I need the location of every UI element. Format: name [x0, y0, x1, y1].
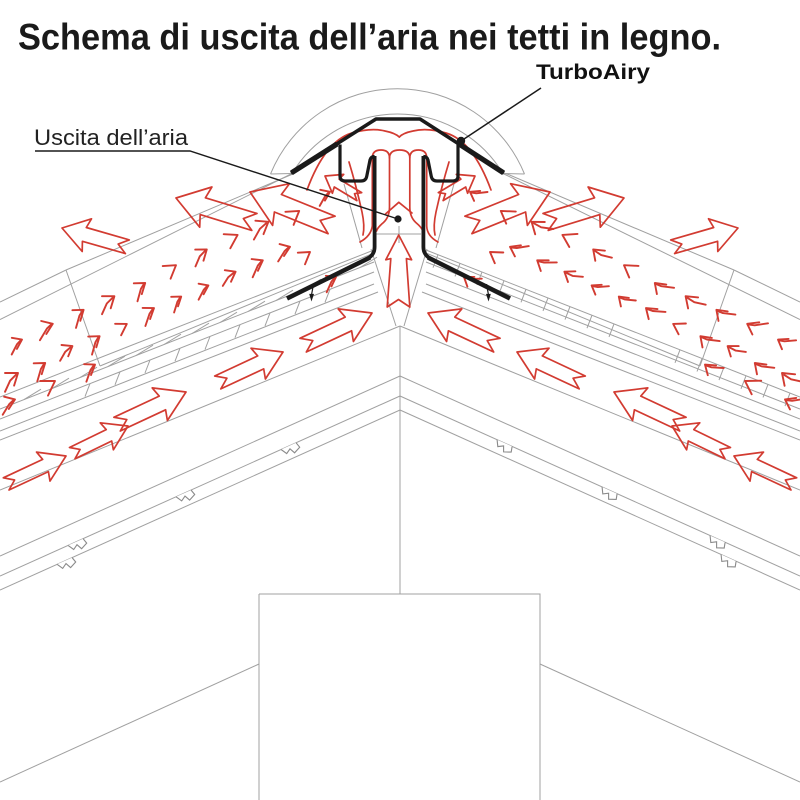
svg-text:Uscita dell’aria: Uscita dell’aria	[34, 125, 189, 150]
svg-text:Schema di uscita dell’aria nei: Schema di uscita dell’aria nei tetti in …	[18, 16, 721, 58]
svg-text:TurboAiry: TurboAiry	[536, 60, 650, 84]
